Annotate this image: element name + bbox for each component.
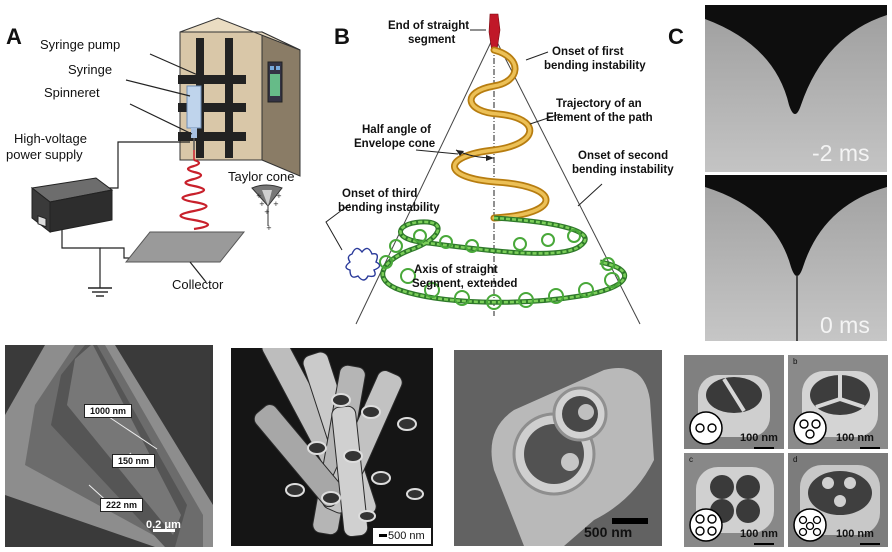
label-taylor-cone: Taylor cone [228, 169, 295, 184]
label-spinneret: Spinneret [44, 85, 100, 100]
bending-instability-diagram [325, 13, 641, 325]
scale-bar-label-3: 500 nm [584, 524, 633, 540]
subpanel-label-d: d [793, 455, 798, 464]
timestamp-top: -2 ms [812, 140, 870, 166]
scale-bar-label-1: 0.2 μm [146, 519, 181, 531]
scale-label-4a: 100 nm [740, 432, 778, 444]
label-onset-first-line1: Onset of first [552, 46, 624, 58]
svg-text:+: + [273, 200, 279, 208]
label-trajectory-line1: Trajectory of an [556, 98, 642, 110]
label-syringe-pump: Syringe pump [40, 37, 121, 52]
label-onset-third-line1: Onset of third [342, 188, 418, 200]
label-half-angle-line1: Half angle of [362, 124, 432, 136]
timestamp-bottom: 0 ms [820, 312, 870, 338]
sem-nanofiber-micrograph [5, 345, 213, 547]
sem-hollow-tubes-micrograph [231, 348, 433, 546]
scale-bar-label-2: 500 nm [388, 530, 425, 542]
cross-section-three-channel-icon [793, 411, 827, 445]
scale-label-4b: 100 nm [836, 432, 874, 444]
panel-letter-c: C [668, 24, 684, 49]
taylor-cone-micrograph-bottom [705, 175, 887, 341]
label-end-of-straight-line2: segment [408, 34, 456, 46]
svg-text:+: + [259, 200, 265, 208]
sem-dual-channel-tube-micrograph [454, 350, 662, 546]
svg-text:+: + [264, 208, 270, 216]
label-half-angle-line2: Envelope cone [354, 138, 436, 150]
label-trajectory-line2: Element of the path [546, 112, 653, 124]
measure-1000nm: 1000 nm [84, 404, 133, 418]
cross-section-four-channel-icon [689, 508, 723, 542]
label-end-of-straight-line1: End of straight [388, 20, 470, 32]
label-syringe: Syringe [68, 62, 113, 77]
label-axis-line1: Axis of straight [414, 264, 498, 276]
cross-section-two-channel-icon [689, 411, 723, 445]
label-hv-supply-line1: High-voltage [14, 131, 87, 146]
label-collector: Collector [172, 277, 224, 292]
label-onset-third-line2: bending instability [338, 202, 440, 214]
panel-letter-a: A [6, 24, 22, 49]
cross-section-five-channel-icon [793, 508, 827, 542]
label-onset-second-line1: Onset of second [578, 150, 669, 162]
label-onset-second-line2: bending instability [572, 164, 674, 176]
svg-text:+: + [266, 224, 272, 232]
taylor-cone-micrograph-top [705, 5, 887, 172]
svg-text:+: + [276, 192, 282, 200]
subpanel-label-c: c [689, 455, 693, 464]
panel-letter-b: B [334, 24, 350, 49]
label-hv-supply-line2: power supply [6, 147, 83, 162]
scale-label-4c: 100 nm [740, 528, 778, 540]
subpanel-label-b: b [793, 357, 798, 366]
measure-150nm: 150 nm [112, 454, 156, 468]
scale-label-4d: 100 nm [836, 528, 874, 540]
svg-text:+: + [256, 192, 262, 200]
measure-222nm: 222 nm [100, 498, 144, 512]
label-onset-first-line2: bending instability [544, 60, 646, 72]
electrospinning-setup-illustration: + + + + + + [30, 17, 301, 297]
label-axis-line2: Segment, extended [412, 278, 518, 290]
